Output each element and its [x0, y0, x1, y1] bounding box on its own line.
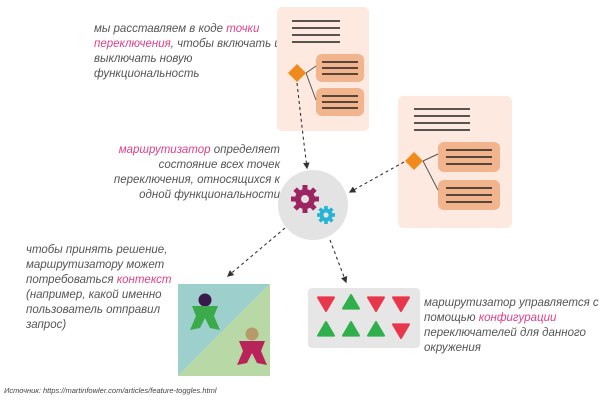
toggle-on-icon — [342, 321, 360, 337]
toggle-off-icon — [317, 296, 335, 312]
toggle-points-highlight: точки переключения — [94, 23, 260, 50]
arrow-router-to-config — [329, 239, 348, 284]
user-figure — [237, 327, 267, 365]
toggle-off-icon — [392, 323, 410, 339]
toggle-arrows-icon — [317, 294, 410, 339]
toggle-on-icon — [342, 294, 360, 310]
gears-icon — [291, 185, 335, 224]
toggle-on-icon — [317, 321, 335, 337]
source-caption: Источник: https://martinfowler.com/artic… — [4, 386, 217, 395]
context-panel — [178, 284, 270, 376]
toggle-point-icon — [405, 152, 423, 170]
user-figure — [190, 293, 220, 330]
router-icon — [278, 170, 348, 240]
users-icon — [190, 293, 267, 365]
arrow-router-to-context — [226, 227, 286, 277]
arrow-doc1-to-router — [296, 82, 310, 170]
arrow-doc2-to-router — [348, 161, 405, 193]
toggle-off-icon — [367, 296, 385, 312]
toggle-points-text: мы расставляем в коде точки переключения… — [94, 23, 281, 80]
toggle-point-icon — [288, 64, 306, 82]
context-highlight: контекст — [116, 274, 172, 286]
router-state-text: маршрутизатор определяет состояние всех … — [113, 144, 280, 201]
router-highlight: маршрутизатор — [118, 144, 211, 156]
config-panel — [308, 288, 420, 348]
configuration-highlight: конфигурации — [478, 312, 557, 324]
toggle-on-icon — [367, 321, 385, 337]
code-document-2 — [398, 96, 512, 228]
code-document-1 — [277, 7, 369, 131]
context-text: чтобы принять решение, маршрутизатору мо… — [26, 244, 172, 331]
toggle-off-icon — [392, 296, 410, 312]
configuration-text: маршрутизатор управляется с помощью конф… — [424, 297, 599, 354]
